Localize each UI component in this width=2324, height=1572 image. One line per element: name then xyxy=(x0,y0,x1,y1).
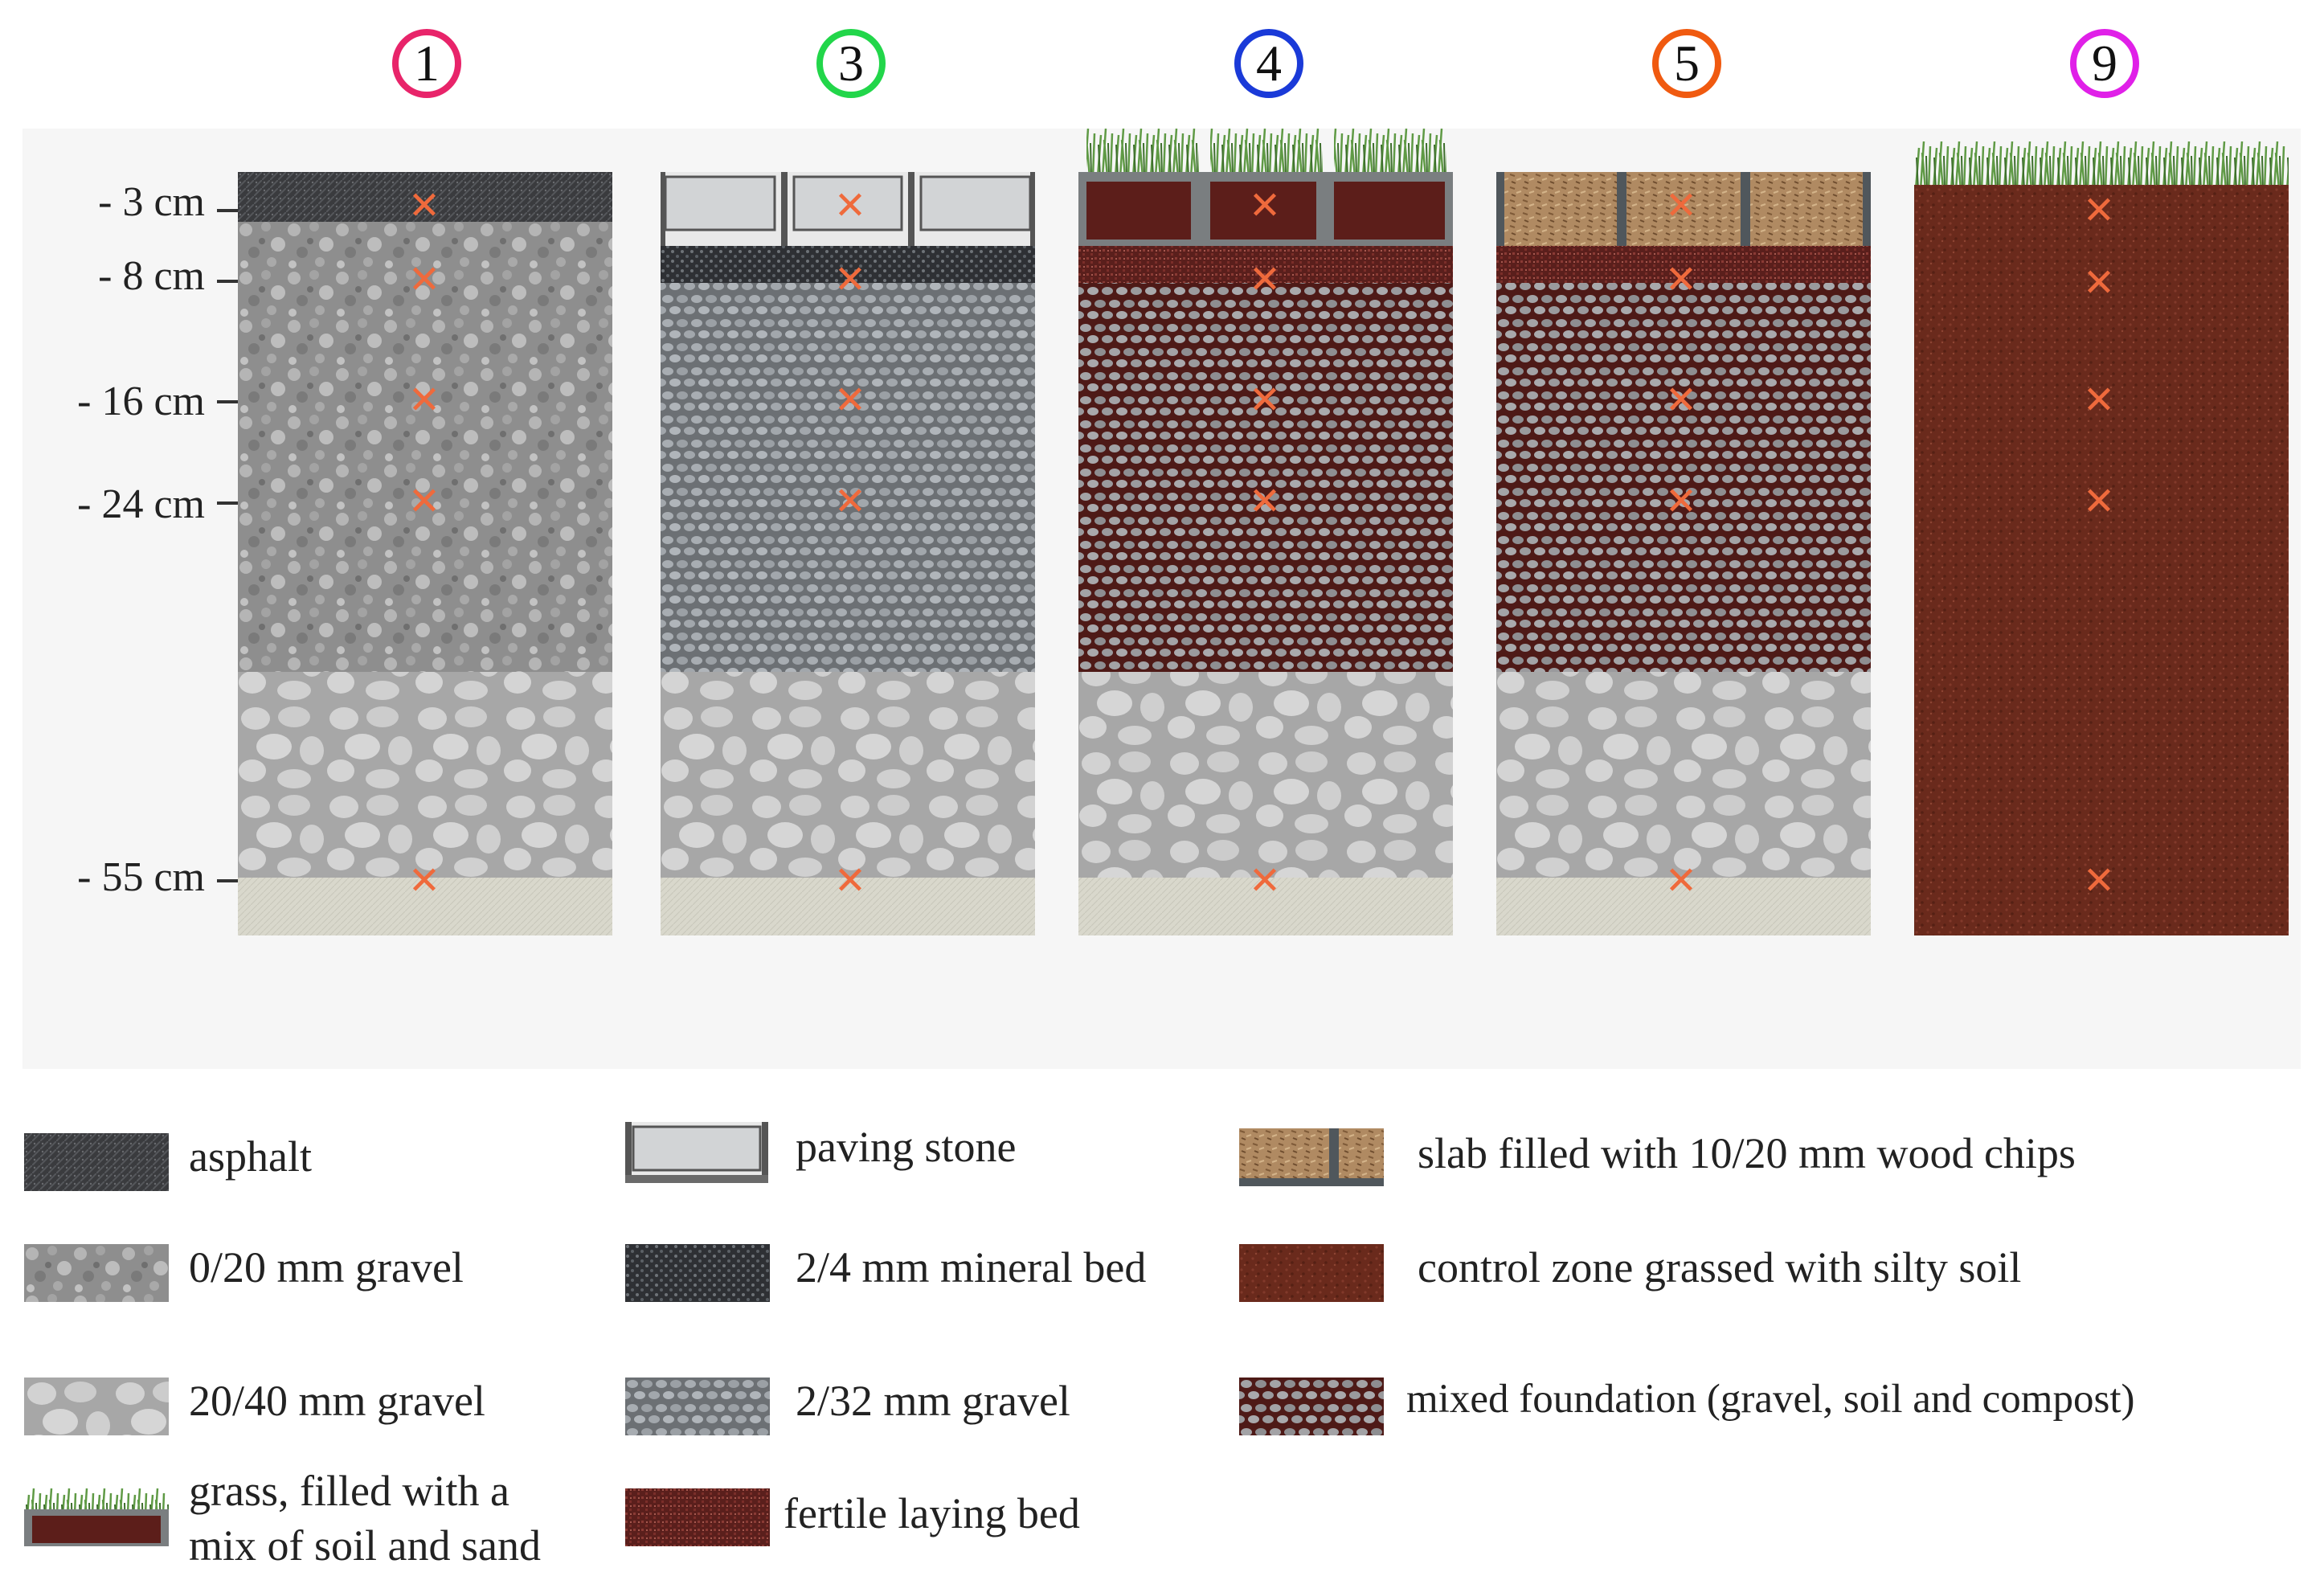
asphalt-layer xyxy=(238,172,612,222)
mixed-foundation-layer xyxy=(1496,283,1871,672)
column-badge-1: 1 xyxy=(392,29,461,98)
silty-soil-layer xyxy=(1914,185,2289,935)
column-4-profile xyxy=(1078,129,1453,935)
grass-swatch xyxy=(24,1488,169,1546)
measurement-point-icon: ✕ xyxy=(833,858,867,903)
fertile-bed-swatch xyxy=(625,1488,770,1546)
column-id: 3 xyxy=(838,35,864,92)
measurement-point-icon: ✕ xyxy=(2082,858,2116,903)
silty-soil-swatch xyxy=(1239,1244,1384,1302)
column-5-profile xyxy=(1496,172,1871,935)
column-badge-3: 3 xyxy=(816,29,886,98)
grass-blades xyxy=(1086,129,1199,177)
column-3-profile xyxy=(661,172,1035,935)
legend-asphalt: asphalt xyxy=(189,1132,312,1181)
asphalt-swatch xyxy=(24,1133,169,1191)
measurement-point-icon: ✕ xyxy=(1248,257,1282,302)
measurement-point-icon: ✕ xyxy=(1248,479,1282,524)
measurement-point-icon: ✕ xyxy=(2082,260,2116,305)
measurement-point-icon: ✕ xyxy=(407,183,441,228)
measurement-point-icon: ✕ xyxy=(1664,858,1698,903)
measurement-point-icon: ✕ xyxy=(407,378,441,423)
legend-gravel-2-32: 2/32 mm gravel xyxy=(796,1377,1070,1425)
measurement-point-icon: ✕ xyxy=(2082,378,2116,423)
measurement-point-icon: ✕ xyxy=(407,479,441,524)
measurement-point-icon: ✕ xyxy=(407,257,441,302)
column-9-profile xyxy=(1914,141,2289,935)
measurement-point-icon: ✕ xyxy=(2082,188,2116,233)
depth-tick xyxy=(217,209,241,212)
depth-label-3cm: - 3 cm xyxy=(98,179,205,225)
measurement-point-icon: ✕ xyxy=(1248,858,1282,903)
gravel-20-40-layer xyxy=(1078,672,1453,878)
mineral-bed-layer xyxy=(661,246,1035,283)
measurement-point-icon: ✕ xyxy=(1664,183,1698,228)
legend-gravel-20-40: 20/40 mm gravel xyxy=(189,1377,485,1425)
subsoil-layer xyxy=(1078,878,1453,935)
measurement-point-icon: ✕ xyxy=(833,378,867,423)
fertile-bed-layer xyxy=(1496,246,1871,283)
measurement-point-icon: ✕ xyxy=(1664,479,1698,524)
column-badge-4: 4 xyxy=(1234,29,1303,98)
depth-label-24cm: - 24 cm xyxy=(77,481,205,527)
gravel-0-20-layer xyxy=(238,222,612,672)
measurement-point-icon: ✕ xyxy=(1664,257,1698,302)
depth-label-55cm: - 55 cm xyxy=(77,854,205,900)
measurement-point-icon: ✕ xyxy=(407,858,441,903)
grass-blades xyxy=(1914,141,2289,190)
subsoil-layer xyxy=(238,878,612,935)
depth-tick xyxy=(217,280,241,283)
measurement-point-icon: ✕ xyxy=(833,183,867,228)
fertile-bed-layer xyxy=(1078,246,1453,283)
mixed-foundation-layer xyxy=(1078,283,1453,672)
legend-grass-line2: mix of soil and sand xyxy=(189,1521,541,1570)
gravel-20-40-layer xyxy=(661,672,1035,878)
measurement-point-icon: ✕ xyxy=(1248,183,1282,228)
gravel-20-40-swatch xyxy=(24,1378,169,1435)
wood-chip-slab-layer xyxy=(1496,172,1871,246)
measurement-point-icon: ✕ xyxy=(833,479,867,524)
subsoil-layer xyxy=(661,878,1035,935)
depth-label-8cm: - 8 cm xyxy=(98,253,205,299)
subsoil-layer xyxy=(1496,878,1871,935)
column-1-profile xyxy=(238,172,612,935)
measurement-point-icon: ✕ xyxy=(1248,378,1282,423)
legend-gravel-0-20: 0/20 mm gravel xyxy=(189,1243,464,1292)
measurement-point-icon: ✕ xyxy=(1664,378,1698,423)
gravel-20-40-layer xyxy=(1496,672,1871,878)
legend-mixed-foundation: mixed foundation (gravel, soil and compo… xyxy=(1406,1377,2135,1422)
legend-control-zone: control zone grassed with silty soil xyxy=(1418,1243,2022,1292)
wood-chips-swatch xyxy=(1239,1128,1384,1186)
legend-grass-line1: grass, filled with a xyxy=(189,1467,509,1515)
depth-tick xyxy=(217,501,241,505)
depth-tick xyxy=(217,879,241,882)
mineral-bed-swatch xyxy=(625,1244,770,1302)
column-badge-9: 9 xyxy=(2070,29,2139,98)
depth-label-16cm: - 16 cm xyxy=(77,379,205,424)
gravel-2-32-swatch xyxy=(625,1378,770,1435)
measurement-point-icon: ✕ xyxy=(833,257,867,302)
column-badge-5: 5 xyxy=(1652,29,1721,98)
column-id: 4 xyxy=(1256,35,1282,92)
legend-fertile-bed: fertile laying bed xyxy=(784,1489,1080,1537)
gravel-2-32-layer xyxy=(661,283,1035,672)
column-id: 1 xyxy=(414,35,440,92)
paving-stone-swatch xyxy=(625,1122,768,1183)
gravel-0-20-swatch xyxy=(24,1244,169,1302)
mixed-foundation-swatch xyxy=(1239,1378,1384,1435)
depth-tick xyxy=(217,400,241,403)
measurement-point-icon: ✕ xyxy=(2082,479,2116,524)
column-id: 5 xyxy=(1674,35,1700,92)
column-id: 9 xyxy=(2092,35,2117,92)
legend-paving-stone: paving stone xyxy=(796,1123,1017,1171)
legend-wood-chips: slab filled with 10/20 mm wood chips xyxy=(1418,1129,2076,1177)
legend-mineral-bed: 2/4 mm mineral bed xyxy=(796,1243,1147,1292)
